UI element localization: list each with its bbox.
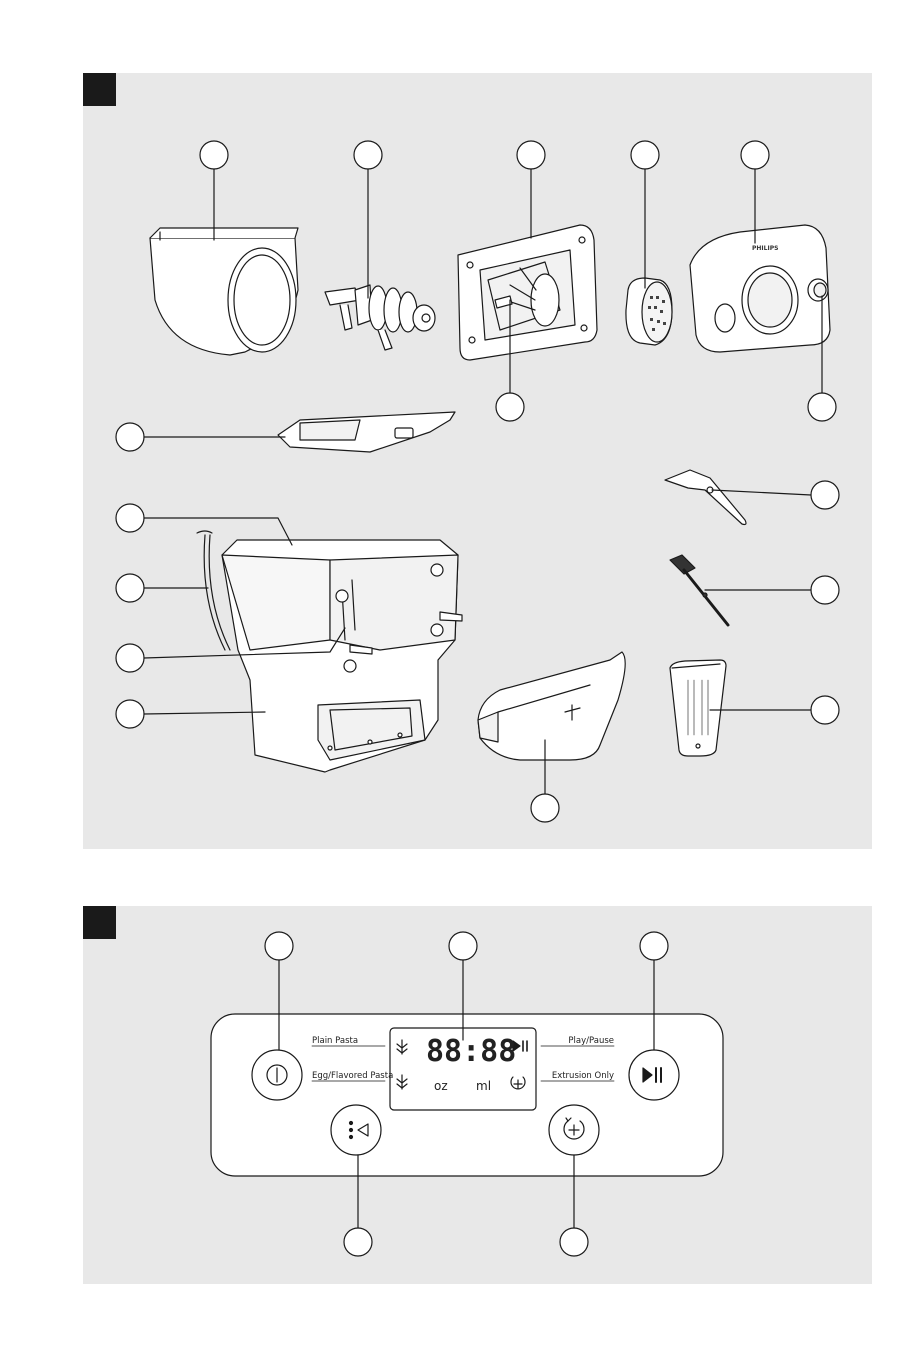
brand-logo: PHILIPS	[752, 245, 778, 252]
program-select-button	[331, 1105, 381, 1155]
front-panel	[458, 225, 597, 360]
label-egg-flavored-pasta: Egg/Flavored Pasta	[312, 1071, 393, 1081]
extrusion-button	[549, 1105, 599, 1155]
cleaning-tool	[665, 470, 746, 525]
lcd-digits: 88:88	[426, 1034, 516, 1069]
shaping-disc	[626, 278, 672, 345]
label-plain-pasta: Plain Pasta	[312, 1036, 358, 1046]
mixing-chamber-lid	[150, 228, 298, 355]
mixing-paddle	[325, 285, 435, 350]
power-button	[252, 1050, 302, 1100]
label-extrusion-only: Extrusion Only	[552, 1071, 614, 1081]
label-play-pause: Play/Pause	[568, 1036, 614, 1046]
front-cover: PHILIPS	[690, 225, 830, 352]
lcd-unit-ml: ml	[476, 1079, 491, 1093]
measuring-cup	[670, 660, 726, 756]
flour-scoop	[478, 652, 625, 760]
mixing-lid-tray	[278, 412, 455, 452]
lcd-unit-oz: oz	[434, 1079, 448, 1093]
play-pause-button	[629, 1050, 679, 1100]
